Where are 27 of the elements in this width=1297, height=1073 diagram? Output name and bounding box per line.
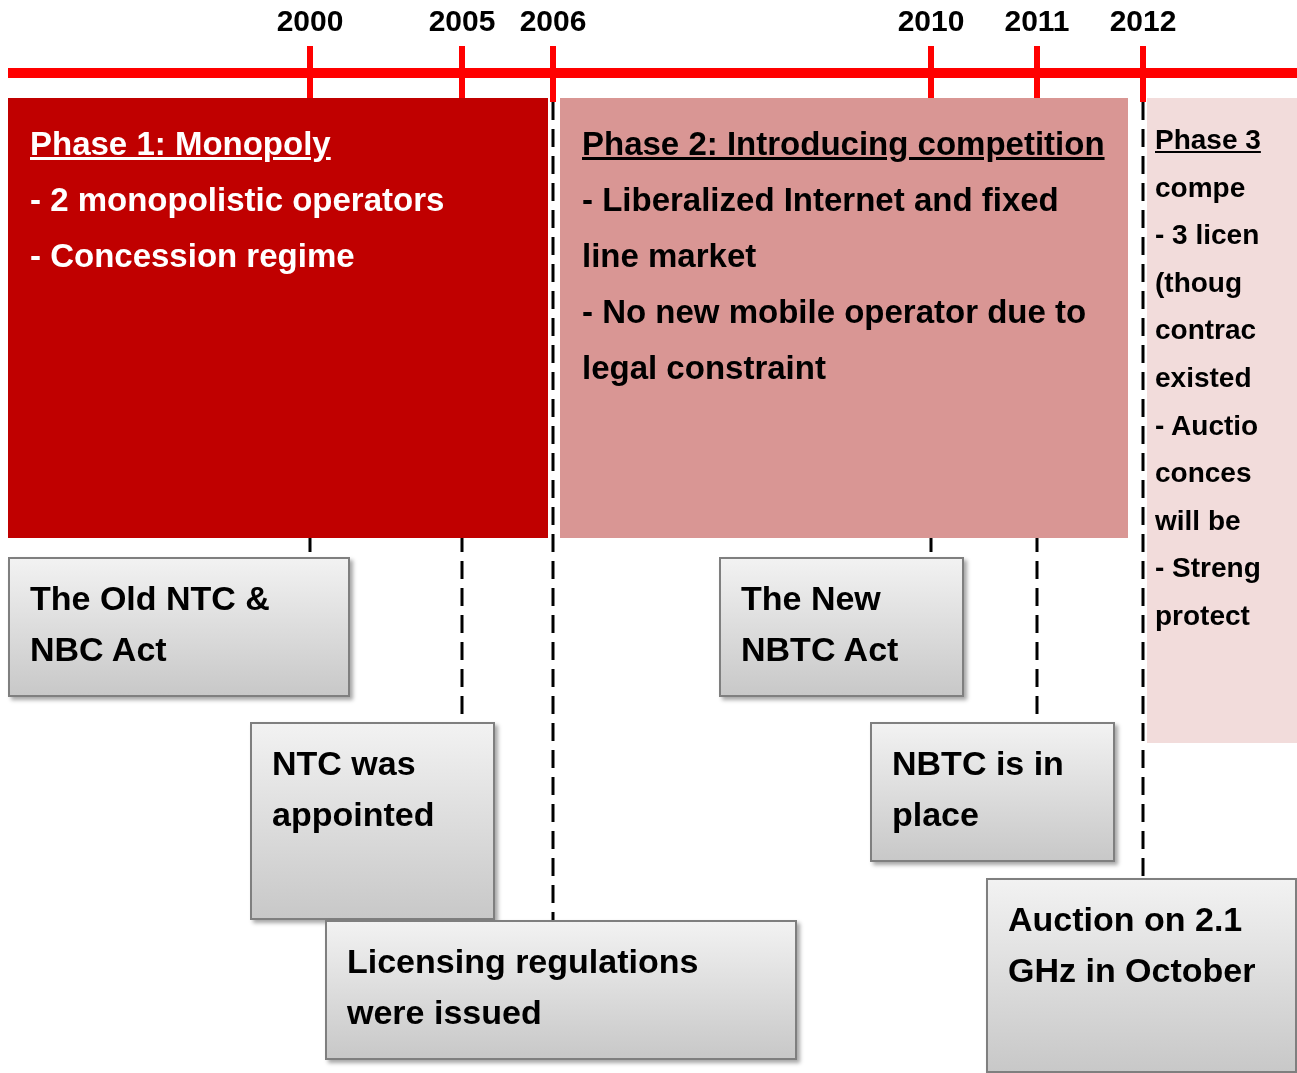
event-box: The New NBTC Act [719,557,964,697]
year-label: 2010 [896,4,966,38]
bullet-text: - No new mobile operator due to legal constraint [582,292,1088,389]
event-box: The Old NTC & NBC Act [8,557,350,697]
bullet-text: - Streng protect [1155,551,1262,633]
event-box: NBTC is in place [870,722,1115,862]
year-label: 2011 [1003,4,1071,38]
event-box: Auction on 2.1 GHz in October [986,878,1297,1073]
event-box: Licensing regulations were issued [325,920,797,1060]
bullet-text: - Auctio conces will be [1155,408,1260,538]
bullet-text: - 2 monopolistic operators [30,180,446,221]
year-label: 2006 [518,4,588,38]
event-box: NTC was appointed [250,722,495,920]
phase-panel [8,98,548,538]
phase-heading: Phase 1: Monopoly [30,124,332,164]
phase-panel [1147,98,1297,743]
year-label: 2012 [1108,4,1178,38]
bullet-text: - 3 licen [1155,218,1261,253]
phase-heading: Phase 2: Introducing competition [582,124,1106,164]
year-label: 2005 [427,4,497,38]
bullet-text: - Concession regime [30,236,356,277]
year-label: 2000 [275,4,345,38]
phase-panel [560,98,1128,538]
bullet-text: - Liberalized Internet and fixed line market [582,180,1060,277]
phase-heading: Phase 3 [1155,123,1262,157]
bullet-text: (thoug contrac existed [1155,265,1258,395]
bullet-text: compe [1155,170,1247,205]
